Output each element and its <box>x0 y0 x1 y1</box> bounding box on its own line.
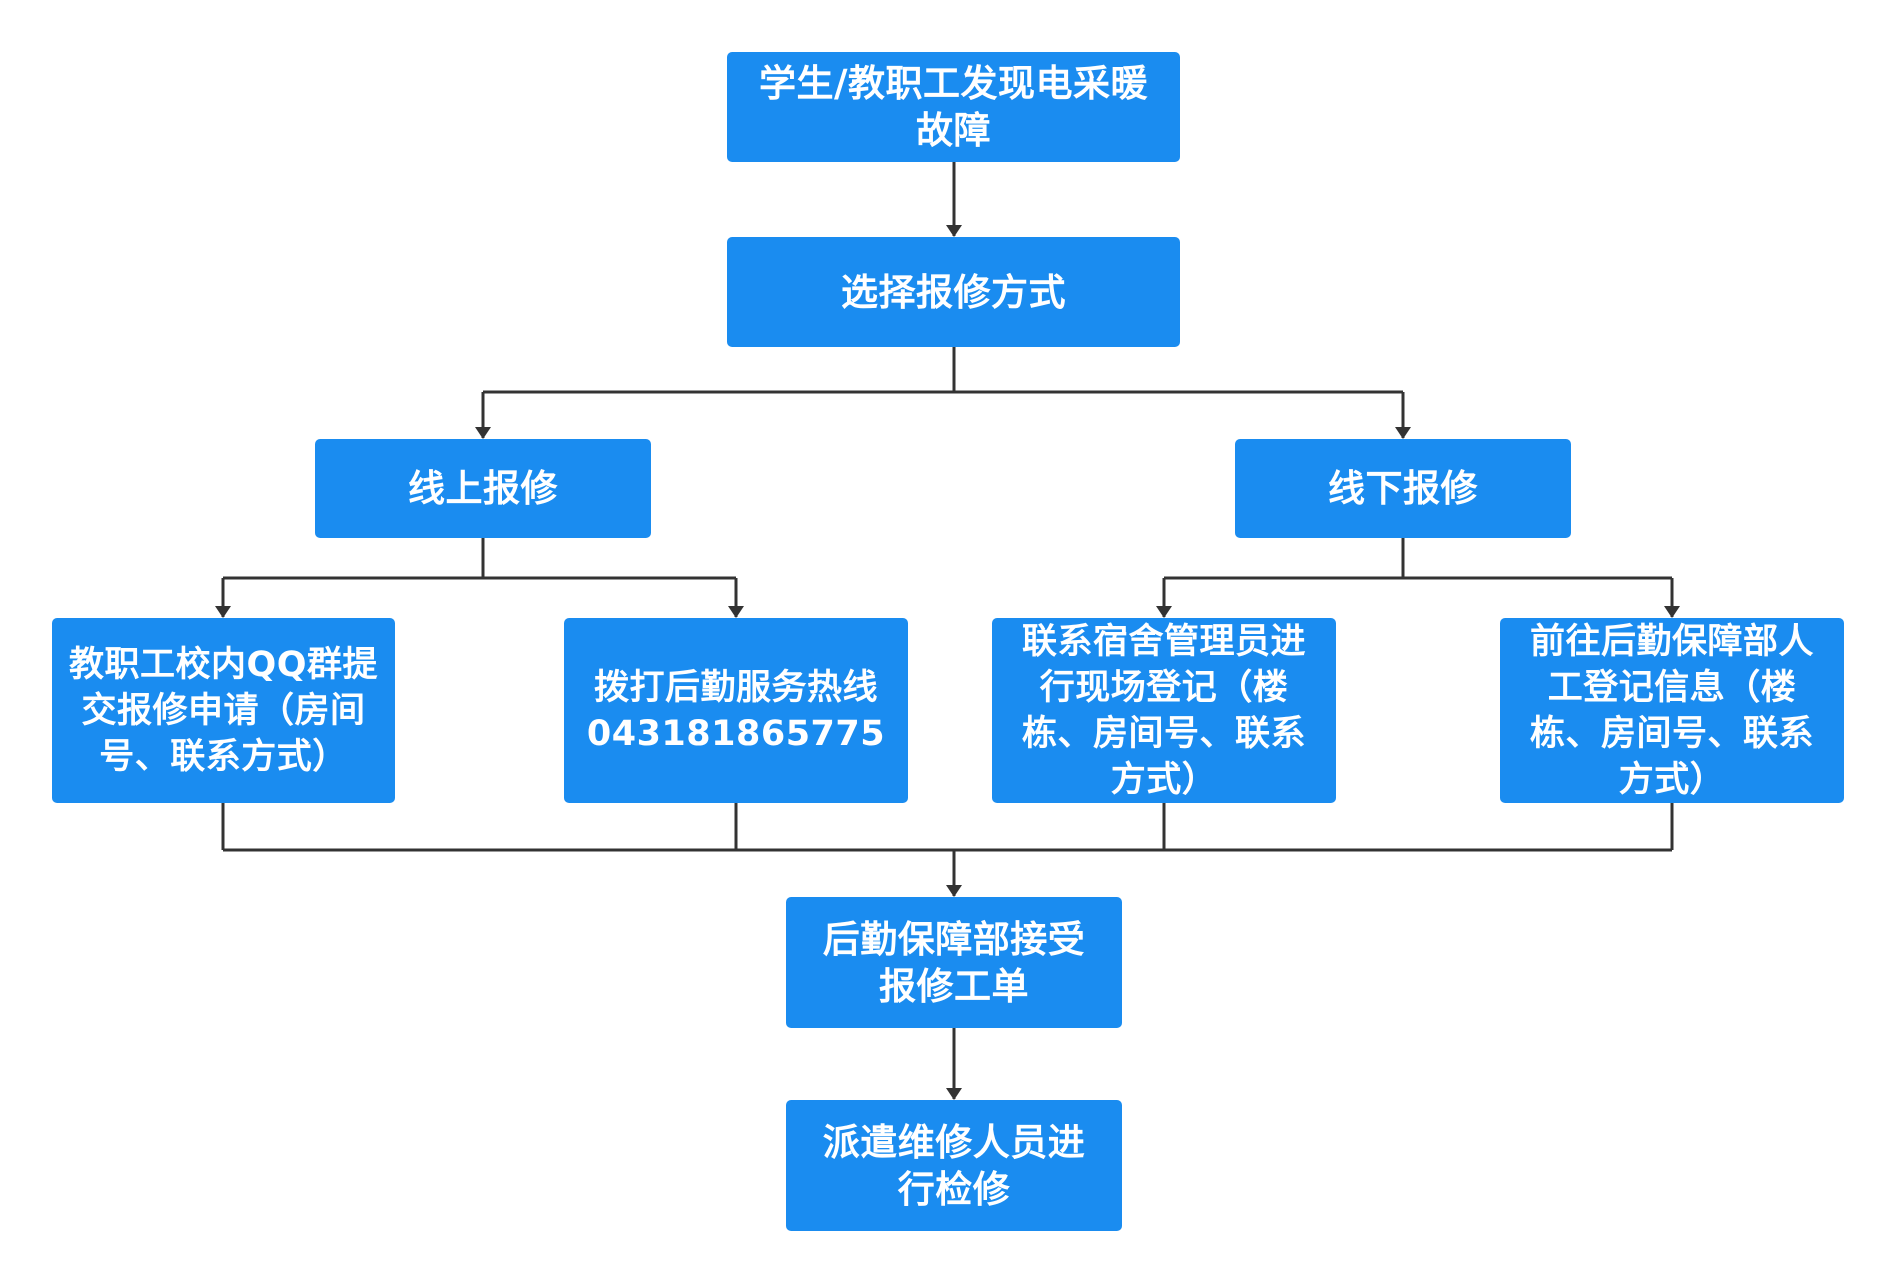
node-hotline-label: 拨打后勤服务热线043181865775 <box>586 667 886 754</box>
node-qq-group: 教职工校内QQ群提交报修申请（房间号、联系方式） <box>52 618 395 803</box>
node-hotline: 拨打后勤服务热线043181865775 <box>564 618 908 803</box>
node-dorm-manager-label: 联系宿舍管理员进行现场登记（楼栋、房间号、联系方式） <box>1021 621 1306 800</box>
node-dispatch: 派遣维修人员进行检修 <box>786 1100 1122 1231</box>
node-online: 线上报修 <box>315 439 651 538</box>
node-qq-group-label: 教职工校内QQ群提交报修申请（房间号、联系方式） <box>68 644 378 777</box>
line-online-split <box>223 538 736 580</box>
node-start-label: 学生/教职工发现电采暖故障 <box>758 62 1148 152</box>
line-choose-split <box>483 347 1403 394</box>
node-accept: 后勤保障部接受报修工单 <box>786 897 1122 1028</box>
node-choose-label: 选择报修方式 <box>841 270 1066 314</box>
node-dispatch-label: 派遣维修人员进行检修 <box>822 1120 1086 1211</box>
node-choose: 选择报修方式 <box>727 237 1180 347</box>
node-dorm-manager: 联系宿舍管理员进行现场登记（楼栋、房间号、联系方式） <box>992 618 1336 803</box>
node-start: 学生/教职工发现电采暖故障 <box>727 52 1180 162</box>
node-online-label: 线上报修 <box>408 467 558 510</box>
node-logistics-office: 前往后勤保障部人工登记信息（楼栋、房间号、联系方式） <box>1500 618 1844 803</box>
node-accept-label: 后勤保障部接受报修工单 <box>822 917 1086 1008</box>
line-merge <box>221 803 1674 852</box>
node-offline-label: 线下报修 <box>1328 467 1478 510</box>
line-offline-split <box>1164 538 1672 580</box>
node-offline: 线下报修 <box>1235 439 1571 538</box>
node-logistics-office-label: 前往后勤保障部人工登记信息（楼栋、房间号、联系方式） <box>1529 621 1814 800</box>
